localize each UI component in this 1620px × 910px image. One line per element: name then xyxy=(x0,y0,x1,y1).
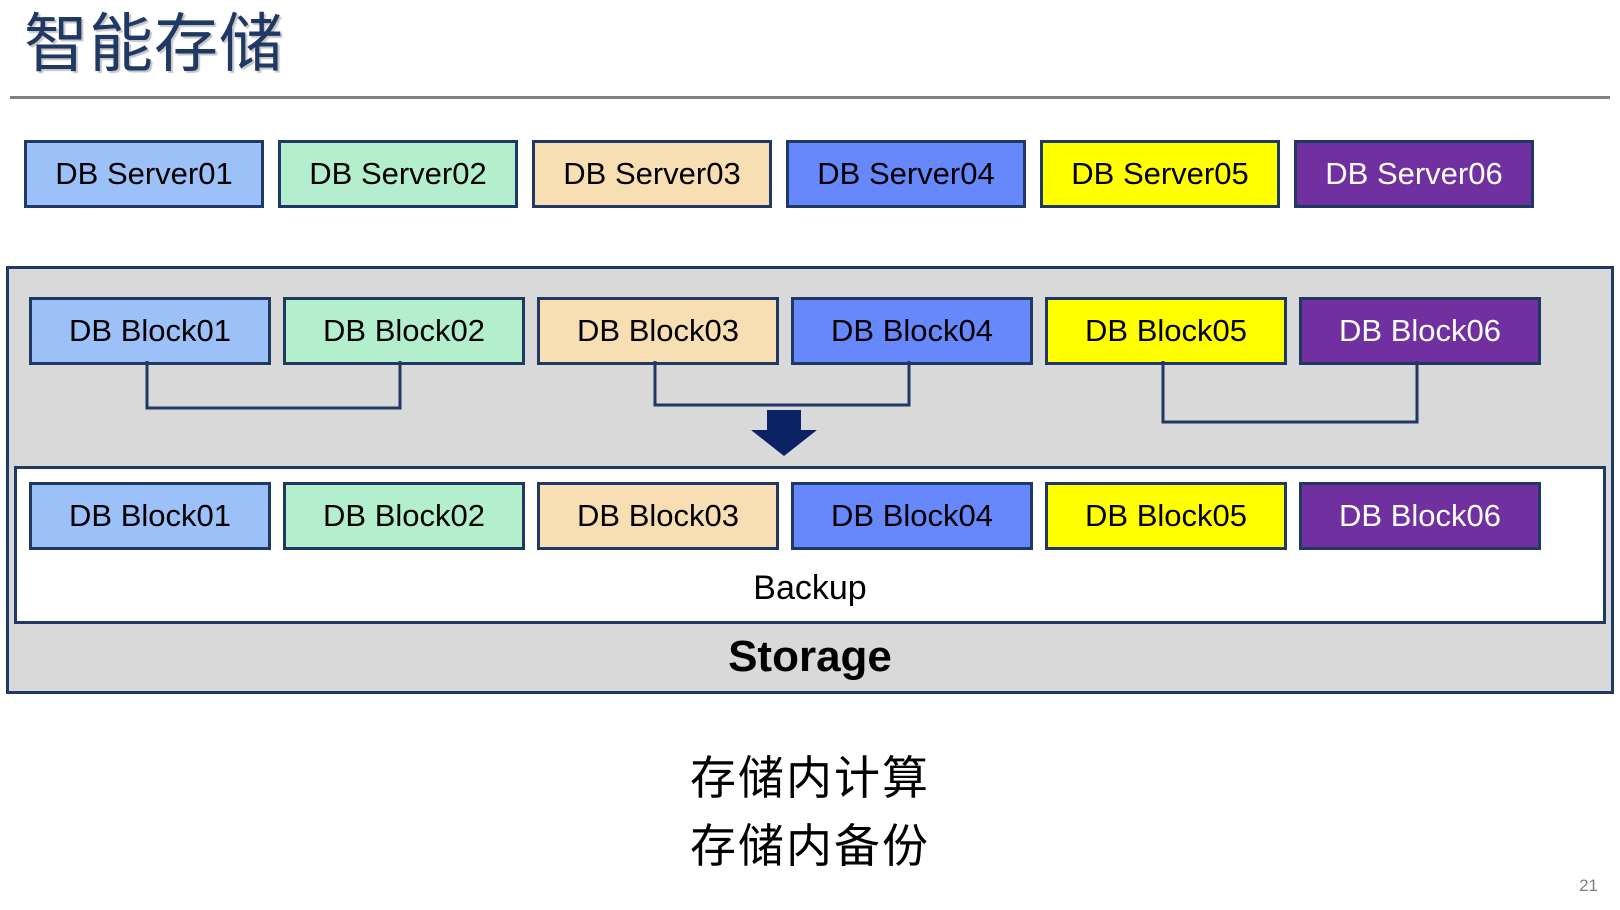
backup-label: Backup xyxy=(753,569,867,607)
db-server-box-6[interactable]: DB Server06 xyxy=(1294,140,1534,208)
db-block-box-backup-4[interactable]: DB Block04 xyxy=(791,482,1033,550)
db-block-label: DB Block05 xyxy=(1085,498,1247,533)
db-block-label: DB Block02 xyxy=(323,313,485,348)
db-block-box-backup-2[interactable]: DB Block02 xyxy=(283,482,525,550)
db-block-box-primary-2[interactable]: DB Block02 xyxy=(283,297,525,365)
db-server-box-1[interactable]: DB Server01 xyxy=(24,140,264,208)
db-server-box-label: DB Server06 xyxy=(1325,156,1503,191)
db-block-box-primary-3[interactable]: DB Block03 xyxy=(537,297,779,365)
backup-container: DB Block01 DB Block02 DB Block03 DB Block04… xyxy=(14,466,1606,624)
db-server-box-label: DB Server05 xyxy=(1071,156,1249,191)
db-block-box-primary-1[interactable]: DB Block01 xyxy=(29,297,271,365)
db-block-box-primary-4[interactable]: DB Block04 xyxy=(791,297,1033,365)
db-block-label: DB Block04 xyxy=(831,313,993,348)
db-server-box-label: DB Server04 xyxy=(817,156,995,191)
db-block-box-backup-5[interactable]: DB Block05 xyxy=(1045,482,1287,550)
db-server-box-4[interactable]: DB Server04 xyxy=(786,140,1026,208)
db-block-box-backup-1[interactable]: DB Block01 xyxy=(29,482,271,550)
db-block-box-primary-5[interactable]: DB Block05 xyxy=(1045,297,1287,365)
db-server-box-3[interactable]: DB Server03 xyxy=(532,140,772,208)
db-block-label: DB Block05 xyxy=(1085,313,1247,348)
page-number: 21 xyxy=(1579,876,1598,895)
db-server-box-label: DB Server03 xyxy=(563,156,741,191)
db-block-label: DB Block03 xyxy=(577,313,739,348)
db-server-box-5[interactable]: DB Server05 xyxy=(1040,140,1280,208)
db-block-label: DB Block06 xyxy=(1339,498,1501,533)
db-block-box-primary-6[interactable]: DB Block06 xyxy=(1299,297,1541,365)
caption-in-storage-backup: 存储内备份 xyxy=(690,820,930,872)
db-server-box-label: DB Server01 xyxy=(55,156,233,191)
db-block-label: DB Block01 xyxy=(69,498,231,533)
page-title: 智能存储 xyxy=(24,8,284,80)
db-block-label: DB Block06 xyxy=(1339,313,1501,348)
db-server-box-label: DB Server02 xyxy=(309,156,487,191)
db-block-label: DB Block04 xyxy=(831,498,993,533)
db-block-box-backup-6[interactable]: DB Block06 xyxy=(1299,482,1541,550)
db-block-box-backup-3[interactable]: DB Block03 xyxy=(537,482,779,550)
caption-in-storage-computing: 存储内计算 xyxy=(690,752,930,804)
storage-label: Storage xyxy=(728,632,892,681)
db-block-label: DB Block02 xyxy=(323,498,485,533)
title-divider xyxy=(10,96,1610,99)
db-block-label: DB Block03 xyxy=(577,498,739,533)
db-block-label: DB Block01 xyxy=(69,313,231,348)
db-server-box-2[interactable]: DB Server02 xyxy=(278,140,518,208)
